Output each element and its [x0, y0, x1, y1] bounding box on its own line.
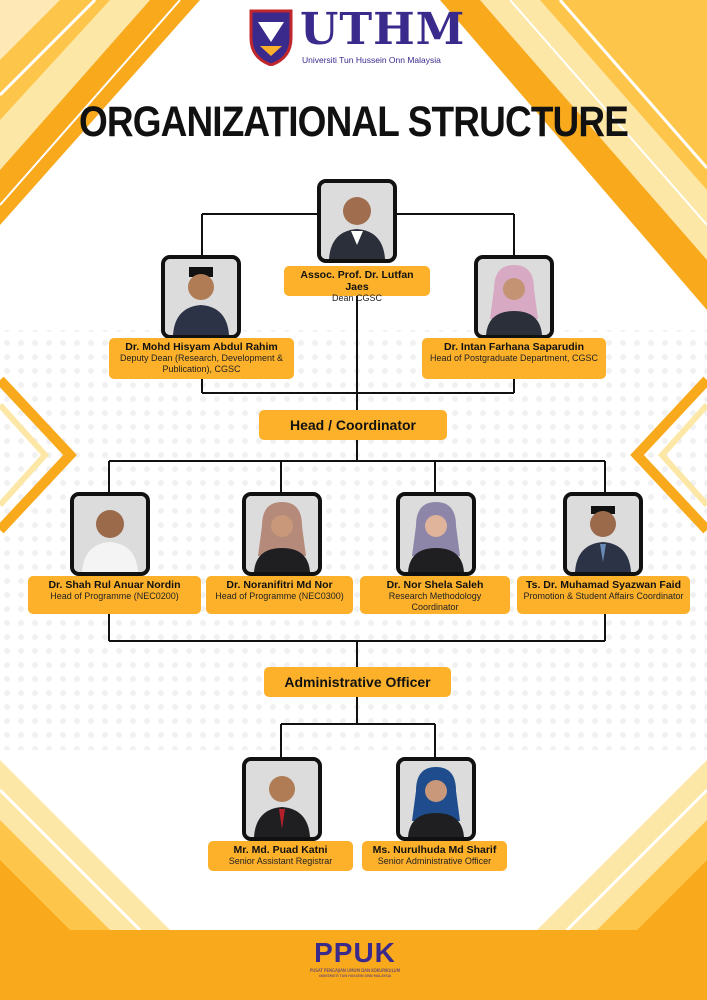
deputy-name: Dr. Mohd Hisyam Abdul Rahim	[125, 341, 278, 353]
ppuk-wordmark: PPUK	[314, 937, 396, 968]
uthm-logo: UTHM Universiti Tun Hussein Onn Malaysia	[248, 4, 464, 70]
admin-1-name: Mr. Md. Puad Katni	[233, 844, 328, 856]
deputy-photo	[161, 255, 241, 339]
admin-section-header: Administrative Officer	[264, 667, 451, 697]
person-avatar-icon	[478, 259, 550, 335]
coordinator-1-photo	[70, 492, 150, 576]
coordinator-2-photo	[242, 492, 322, 576]
person-avatar-icon	[165, 259, 237, 335]
admin-1-label: Mr. Md. Puad Katni Senior Assistant Regi…	[208, 841, 353, 871]
person-avatar-icon	[567, 496, 639, 572]
footer-band	[0, 930, 707, 1000]
dean-label: Assoc. Prof. Dr. Lutfan Jaes Dean CGSC	[284, 266, 430, 303]
coordinator-3-label: Dr. Nor Shela Saleh Research Methodology…	[360, 576, 510, 614]
deputy-label: Dr. Mohd Hisyam Abdul Rahim Deputy Dean …	[109, 338, 294, 379]
coordinator-1-name: Dr. Shah Rul Anuar Nordin	[48, 579, 181, 591]
dean-role: Dean CGSC	[331, 293, 383, 303]
dean-photo	[317, 179, 397, 263]
coordinator-1-role: Head of Programme (NEC0200)	[50, 591, 179, 601]
coordinator-2-label: Dr. Noranifitri Md Nor Head of Programme…	[206, 576, 353, 614]
ppuk-subtitle: PUSAT PENGAJIAN UMUM DAN KOKURIKULUM	[309, 968, 401, 973]
admin-2-label: Ms. Nurulhuda Md Sharif Senior Administr…	[362, 841, 507, 871]
coordinator-2-name: Dr. Noranifitri Md Nor	[226, 579, 333, 591]
person-avatar-icon	[246, 761, 318, 837]
coordinator-4-name: Ts. Dr. Muhamad Syazwan Faid	[525, 579, 681, 591]
page-title: ORGANIZATIONAL STRUCTURE	[78, 98, 629, 146]
person-avatar-icon	[246, 496, 318, 572]
admin-2-photo	[396, 757, 476, 841]
ppuk-university: UNIVERSITI TUN HUSSEIN ONN MALAYSIA	[318, 974, 392, 978]
coordinator-section-header: Head / Coordinator	[259, 410, 447, 440]
coordinator-3-name: Dr. Nor Shela Saleh	[386, 579, 484, 591]
person-avatar-icon	[74, 496, 146, 572]
uthm-crest-icon	[249, 9, 293, 66]
person-avatar-icon	[400, 496, 472, 572]
head-pg-role: Head of Postgraduate Department, CGSC	[429, 353, 599, 363]
admin-2-role: Senior Administrative Officer	[377, 856, 492, 866]
deputy-role: Deputy Dean (Research, Development & Pub…	[119, 353, 284, 374]
coordinator-1-label: Dr. Shah Rul Anuar Nordin Head of Progra…	[28, 576, 201, 614]
person-avatar-icon	[400, 761, 472, 837]
person-avatar-icon	[321, 183, 393, 259]
head-pg-name: Dr. Intan Farhana Saparudin	[443, 341, 585, 353]
dean-name: Assoc. Prof. Dr. Lutfan Jaes	[300, 269, 414, 293]
coordinator-2-role: Head of Programme (NEC0300)	[215, 591, 344, 601]
admin-1-role: Senior Assistant Registrar	[228, 856, 333, 866]
coordinator-3-photo	[396, 492, 476, 576]
admin-2-name: Ms. Nurulhuda Md Sharif	[372, 844, 497, 856]
ppuk-logo: PPUK PUSAT PENGAJIAN UMUM DAN KOKURIKULU…	[310, 938, 400, 979]
coordinator-4-role: Promotion & Student Affairs Coordinator	[523, 591, 684, 601]
coordinator-4-label: Ts. Dr. Muhamad Syazwan Faid Promotion &…	[517, 576, 690, 614]
admin-1-photo	[242, 757, 322, 841]
head-pg-photo	[474, 255, 554, 339]
coordinator-3-role: Research Methodology Coordinator	[388, 591, 482, 612]
logo-subtitle: Universiti Tun Hussein Onn Malaysia	[302, 55, 441, 65]
coordinator-4-photo	[563, 492, 643, 576]
logo-wordmark: UTHM	[300, 4, 466, 55]
head-pg-label: Dr. Intan Farhana Saparudin Head of Post…	[422, 338, 606, 379]
